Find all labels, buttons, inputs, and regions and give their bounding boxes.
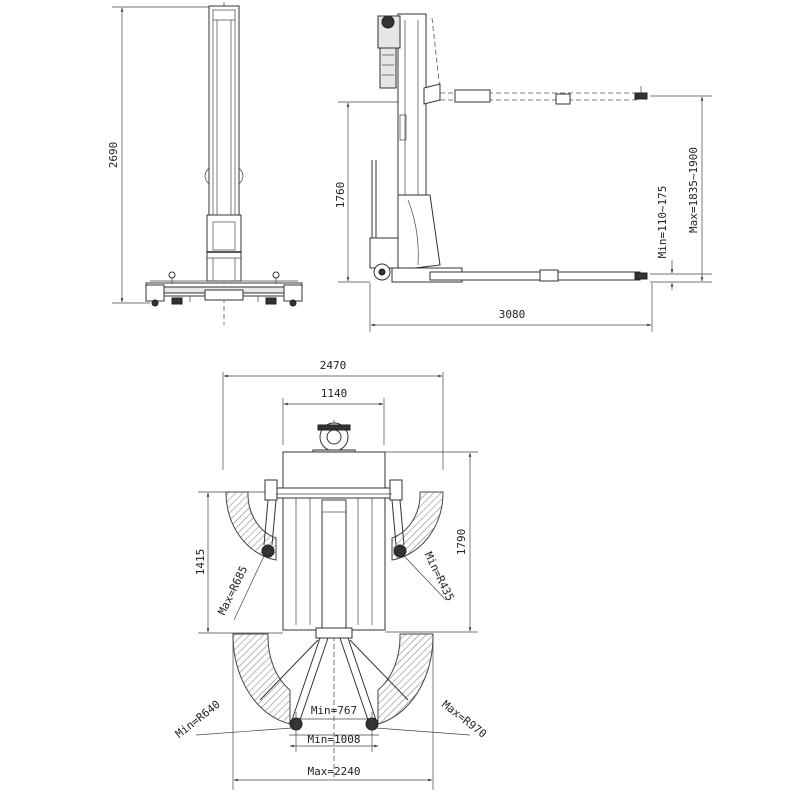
front-arm-min-radius: Min=R435: [422, 550, 457, 603]
side-view: 1760: [334, 13, 712, 332]
side-lower-arm: [429, 271, 641, 281]
side-height-1760: 1760: [334, 182, 347, 209]
top-max-2240: Max=2240: [308, 765, 361, 778]
front-view: 2690: [107, 2, 303, 325]
rear-left-swing-zone: [232, 633, 291, 725]
top-min-1008: Min=1008: [308, 733, 361, 746]
side-min-height: Min=110~175: [656, 186, 669, 259]
top-min-767: Min=767: [311, 704, 357, 717]
top-width-1140: 1140: [321, 387, 348, 400]
side-max-height: Max=1835~1900: [687, 147, 700, 233]
rear-right-swing-zone: [377, 633, 434, 725]
rear-left-arm: [259, 637, 329, 731]
front-carriage: [206, 214, 242, 282]
front-right-arm: [389, 479, 407, 558]
top-depth-1415: 1415: [194, 549, 207, 576]
front-height-label: 2690: [107, 142, 120, 169]
top-view: 2470 1140 1790 1415: [173, 359, 489, 790]
top-depth-1790: 1790: [455, 529, 468, 556]
front-right-swing-zone: [391, 491, 444, 561]
front-left-arm: [261, 479, 278, 558]
top-width-2470: 2470: [320, 359, 347, 372]
front-arm-max-radius: Max=R685: [215, 564, 250, 617]
front-left-swing-zone: [225, 491, 277, 561]
rear-arm-min-radius: Min=R640: [173, 698, 223, 741]
side-length-3080: 3080: [499, 308, 526, 321]
